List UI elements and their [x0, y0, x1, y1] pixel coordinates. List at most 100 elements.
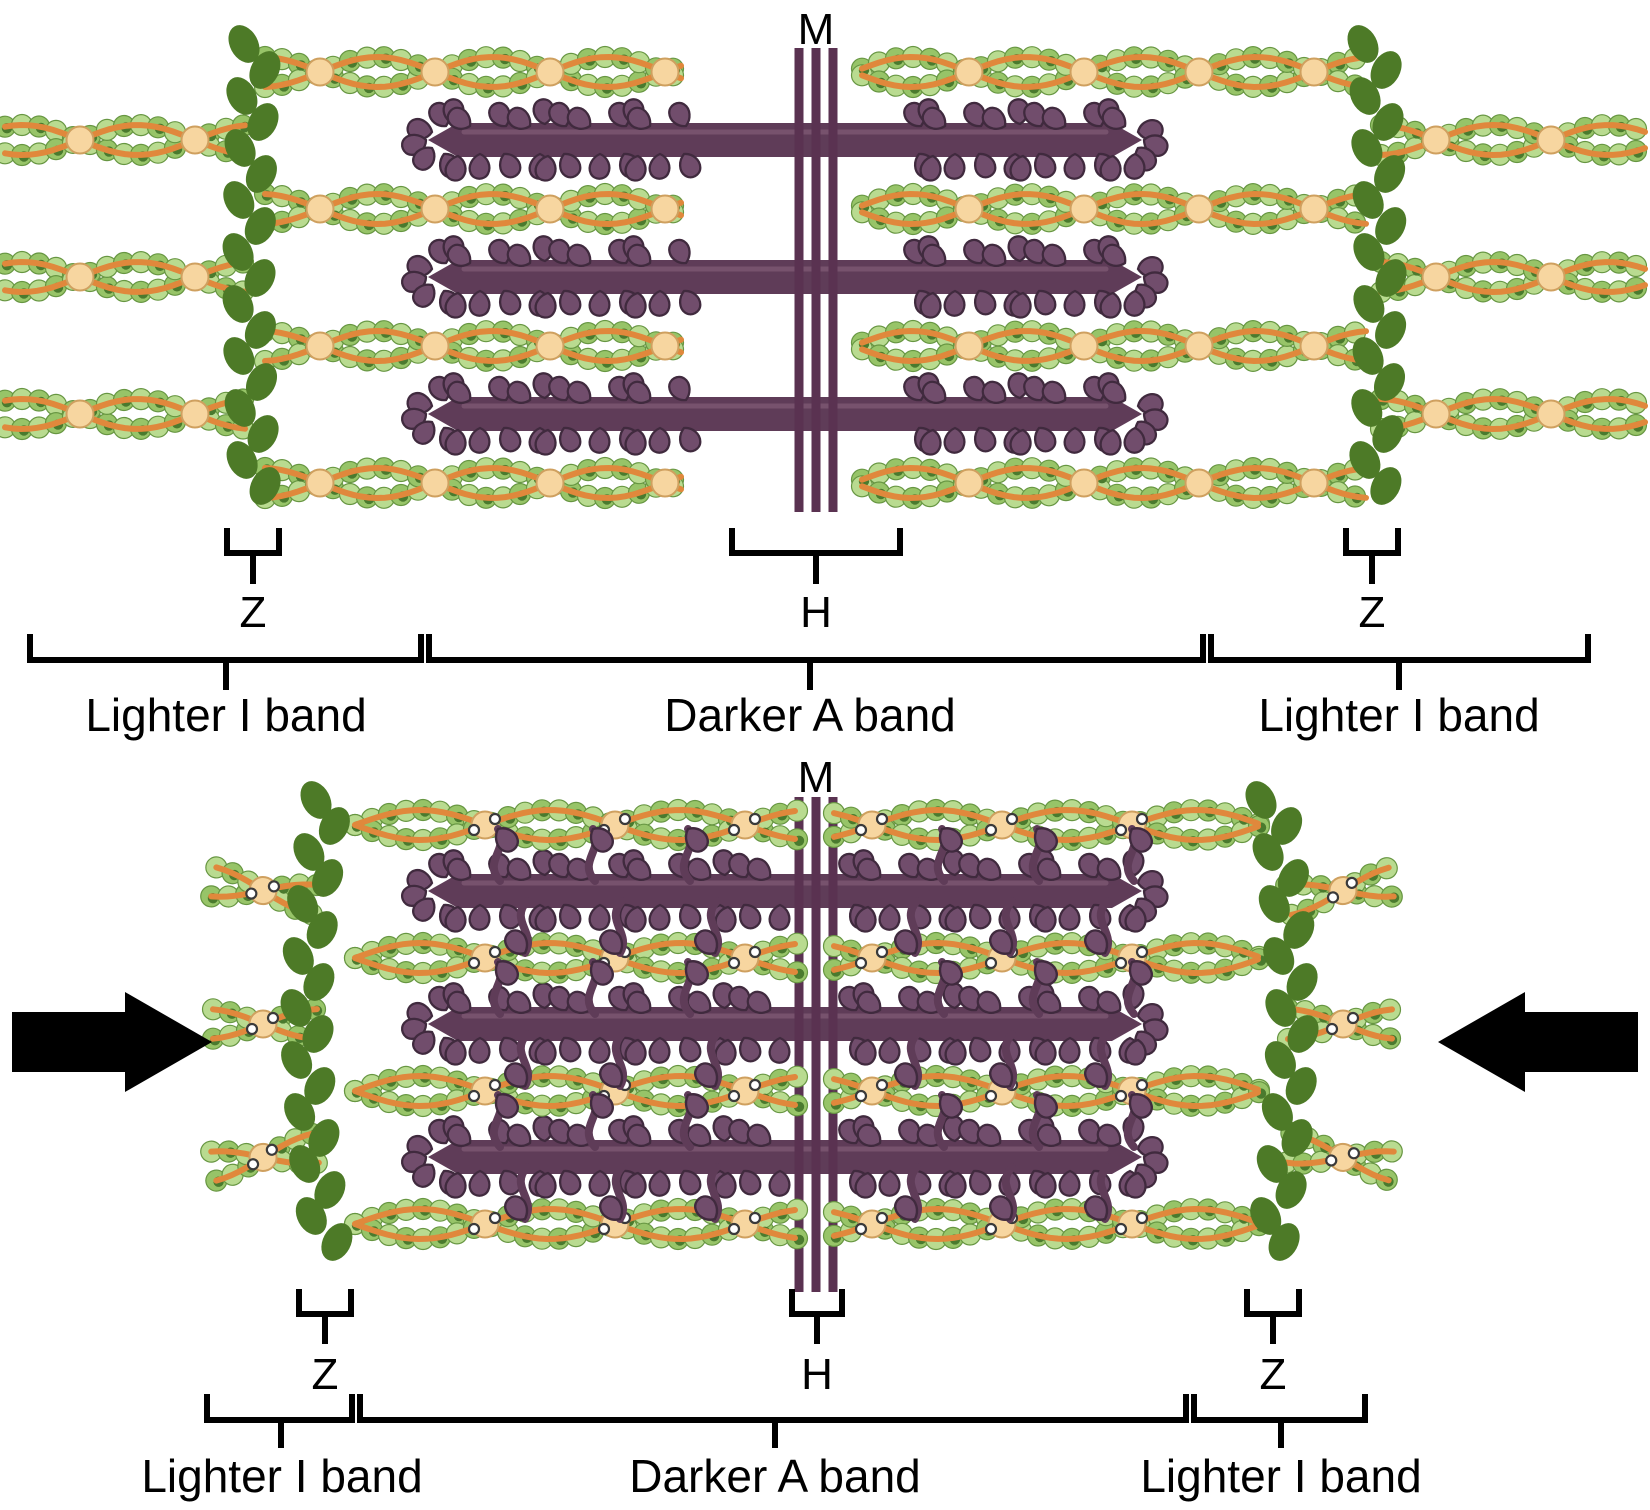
troponin-complex: [1299, 331, 1329, 361]
z-disc-bracket-left-contracted: [296, 1289, 354, 1344]
h-zone-label-contracted: H: [801, 1350, 833, 1399]
troponin-complex: [1069, 194, 1099, 224]
z-disc: [1245, 781, 1319, 1261]
z-disc-bracket-right-contracted: [1244, 1289, 1302, 1344]
a-band-label-contracted: Darker A band: [629, 1450, 921, 1502]
h-zone-label-relaxed: H: [800, 588, 832, 637]
troponin-complex: [854, 943, 889, 973]
myosin-filament: [401, 372, 1169, 456]
troponin-complex: [727, 943, 762, 973]
troponin-complex: [305, 194, 335, 224]
troponin-complex: [420, 468, 450, 498]
z-disc-label-left-contracted: Z: [312, 1350, 339, 1399]
troponin-complex: [65, 125, 95, 155]
troponin-complex: [954, 194, 984, 224]
troponin-complex: [1536, 399, 1566, 429]
myosin-cross-bridge: [1123, 958, 1153, 1018]
troponin-complex: [1421, 125, 1451, 155]
troponin-complex: [1421, 262, 1451, 292]
h-zone-bracket-relaxed: [729, 528, 903, 584]
myosin-cross-bridge: [1084, 897, 1113, 957]
myosin-cross-bridge: [933, 958, 963, 1018]
actin-filament: [850, 456, 1369, 510]
troponin-complex: [1299, 194, 1329, 224]
myosin-cross-bridge: [1084, 1163, 1113, 1223]
i-band-label-right-contracted: Lighter I band: [1140, 1450, 1421, 1502]
myosin-cross-bridge: [694, 1030, 723, 1090]
troponin-complex: [305, 331, 335, 361]
troponin-complex: [305, 468, 335, 498]
m-line-label-contracted: M: [798, 753, 835, 802]
troponin-complex: [1326, 876, 1358, 906]
troponin-complex: [535, 57, 565, 87]
myosin-cross-bridge: [504, 1030, 533, 1090]
myosin-cross-bridge: [694, 1163, 723, 1223]
myosin-cross-bridge: [584, 1091, 614, 1151]
myosin-cross-bridge: [599, 897, 628, 957]
myosin-cross-bridge: [504, 1163, 533, 1223]
h-zone-bracket-contracted: [789, 1289, 845, 1344]
m-line: [794, 48, 838, 512]
troponin-complex: [1299, 57, 1329, 87]
myosin-cross-bridge: [489, 958, 519, 1018]
myosin-cross-bridge: [933, 825, 963, 885]
a-band-bracket-relaxed: [426, 634, 1206, 690]
myosin-cross-bridge: [894, 1030, 923, 1090]
actin-filament: [343, 1064, 809, 1118]
troponin-complex: [467, 810, 502, 840]
z-disc: [1347, 25, 1407, 505]
troponin-complex: [1536, 125, 1566, 155]
z-disc-label-right-contracted: Z: [1260, 1350, 1287, 1399]
troponin-complex: [420, 57, 450, 87]
troponin-complex: [854, 1209, 889, 1239]
troponin-complex: [1421, 399, 1451, 429]
troponin-complex: [984, 810, 1019, 840]
troponin-complex: [1114, 1209, 1149, 1239]
myosin-cross-bridge: [489, 1091, 519, 1151]
myosin-cross-bridge: [1123, 825, 1153, 885]
troponin-complex: [246, 1142, 278, 1172]
troponin-complex: [954, 57, 984, 87]
myosin-filament: [401, 235, 1169, 319]
troponin-complex: [420, 194, 450, 224]
i-band-label-left-contracted: Lighter I band: [141, 1450, 422, 1502]
troponin-complex: [954, 468, 984, 498]
z-disc: [222, 25, 281, 505]
troponin-complex: [180, 125, 210, 155]
myosin-cross-bridge: [894, 897, 923, 957]
myosin-filament: [401, 1115, 1169, 1199]
myosin-cross-bridge: [584, 958, 614, 1018]
troponin-complex: [1536, 262, 1566, 292]
myosin-cross-bridge: [1084, 1030, 1113, 1090]
myosin-cross-bridge: [1123, 1091, 1153, 1151]
troponin-complex: [1069, 331, 1099, 361]
troponin-complex: [535, 468, 565, 498]
actin-filament: [850, 45, 1369, 99]
troponin-complex: [420, 331, 450, 361]
myosin-filament: [401, 98, 1169, 182]
troponin-complex: [467, 1076, 502, 1106]
troponin-complex: [1184, 468, 1214, 498]
myosin-cross-bridge: [1028, 1091, 1058, 1151]
i-band-bracket-right-relaxed: [1208, 634, 1591, 690]
i-band-label-right-relaxed: Lighter I band: [1258, 689, 1539, 741]
myosin-cross-bridge: [489, 825, 519, 885]
actin-filament: [1369, 113, 1648, 167]
actin-filament: [343, 798, 809, 852]
troponin-complex: [180, 262, 210, 292]
myosin-cross-bridge: [679, 1091, 709, 1151]
text-annotations: M H Z Z Lighter I band Darker A band Lig…: [85, 5, 1539, 1502]
myosin-cross-bridge: [989, 897, 1018, 957]
myosin-cross-bridge: [504, 897, 533, 957]
m-line-label-relaxed: M: [798, 5, 835, 54]
troponin-complex: [1184, 57, 1214, 87]
troponin-complex: [727, 1209, 762, 1239]
relaxed-sarcomere-panel: [0, 25, 1648, 512]
actin-filament: [343, 931, 809, 985]
actin-filament: [850, 319, 1369, 373]
myosin-cross-bridge: [989, 1163, 1018, 1223]
troponin-complex: [245, 1009, 280, 1039]
troponin-complex: [65, 399, 95, 429]
